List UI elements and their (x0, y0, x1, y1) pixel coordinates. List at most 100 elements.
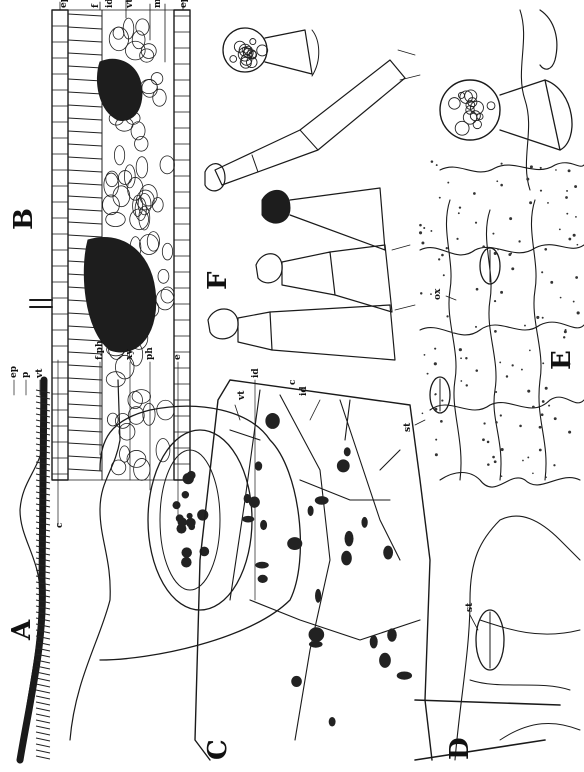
palisade-cell-wall (68, 170, 102, 172)
spongy-cell (156, 289, 174, 309)
stipple-dot (436, 164, 438, 166)
stipple-dot (506, 375, 508, 377)
spongy-cell (104, 173, 119, 197)
xylem-vessel (186, 518, 196, 528)
idioblast (315, 589, 321, 603)
vascular-tissue-large (84, 237, 155, 351)
stipple-dot (566, 190, 568, 192)
spongy-cell (140, 49, 154, 62)
stipple-dot (483, 422, 485, 424)
stipple-dot (560, 297, 562, 299)
idioblast (242, 516, 254, 523)
stipple-dot (547, 202, 549, 204)
stipple-dot (529, 350, 531, 352)
stipple-dot (501, 163, 503, 165)
stipple-dot (482, 245, 485, 248)
idioblast (329, 717, 336, 727)
stipple-dot (541, 271, 543, 273)
palisade-cell-wall (68, 196, 102, 198)
idioblast (379, 653, 391, 668)
stipple-dot (545, 387, 548, 390)
stipple-dot (554, 417, 557, 420)
panel-c-surface-view: vt id C (195, 380, 560, 760)
label-ep-bottom: ep (179, 0, 189, 8)
stipple-dot (532, 472, 534, 474)
gland-cell (473, 120, 481, 128)
spongy-cell (128, 407, 144, 425)
stipple-dot (439, 197, 441, 199)
stipple-dot (475, 222, 477, 224)
stipple-dot (460, 380, 462, 382)
palisade-cell-wall (68, 469, 102, 471)
stipple-dot (434, 362, 437, 365)
spongy-cell (147, 232, 159, 252)
stipple-dot (440, 420, 443, 423)
stipple-dot (494, 330, 497, 333)
stipple-dot (495, 391, 497, 393)
palisade-cell-wall (68, 235, 102, 237)
stipple-dot (500, 184, 503, 187)
stipple-dot (434, 408, 437, 411)
palisade-cell-wall (68, 40, 102, 42)
idioblast (361, 517, 367, 528)
gland-cell (449, 98, 461, 110)
stipple-dot (438, 258, 440, 260)
idioblast (315, 496, 329, 505)
label-ep-top: ep (59, 0, 69, 8)
stipple-dot (431, 160, 434, 163)
stipple-dot (458, 212, 460, 214)
idioblast (287, 537, 302, 550)
stipple-dot (422, 412, 424, 414)
stipple-dot (555, 169, 557, 171)
spongy-cell (106, 372, 125, 387)
palisade-cell-wall (68, 157, 102, 159)
stipple-dot (568, 431, 571, 434)
stipple-dot (527, 456, 529, 458)
epidermis-hatch (36, 708, 50, 711)
idioblast (309, 627, 325, 642)
stipple-dot (435, 453, 438, 456)
stipple-dot (542, 317, 544, 319)
epidermis-hatch (36, 732, 50, 735)
stipple-dot (559, 228, 561, 230)
stipple-dot (494, 252, 497, 255)
stipple-dot (565, 196, 568, 199)
palisade-cell-wall (68, 53, 102, 55)
stipple-dot (434, 348, 436, 350)
spongy-cell (134, 458, 150, 480)
palisade-cell-wall (68, 404, 102, 406)
label-ox: ox (433, 288, 443, 300)
xylem-vessel (172, 501, 180, 509)
idioblast (309, 641, 323, 648)
stipple-dot (443, 274, 445, 276)
stipple-dot (509, 217, 512, 220)
label-st-d: st (465, 602, 475, 612)
idioblast (337, 459, 350, 472)
panel-letter-a: A (7, 619, 37, 641)
stipple-dot (492, 233, 494, 235)
stipple-dot (510, 252, 512, 254)
stipple-dot (441, 254, 444, 257)
stipple-dot (430, 293, 432, 295)
idioblast (397, 671, 412, 679)
palisade-cell-wall (68, 105, 102, 107)
stipple-dot (495, 421, 498, 424)
xylem-vessel (187, 476, 193, 482)
palisade-cell-wall (68, 27, 102, 29)
spongy-cell (113, 27, 124, 39)
idioblast (387, 628, 397, 641)
stipple-dot (518, 240, 520, 242)
spongy-cell (151, 73, 163, 85)
palisade-cell-wall (68, 417, 102, 419)
stipple-dot (524, 325, 526, 327)
stipple-dot (573, 301, 575, 303)
gland-cell (455, 121, 469, 135)
stipple-dot (487, 463, 490, 466)
palisade-cell-wall (68, 222, 102, 224)
spongy-cell (140, 234, 159, 254)
idioblast (291, 676, 302, 687)
stipple-dot (530, 165, 533, 168)
epidermis-hatch (36, 720, 50, 723)
